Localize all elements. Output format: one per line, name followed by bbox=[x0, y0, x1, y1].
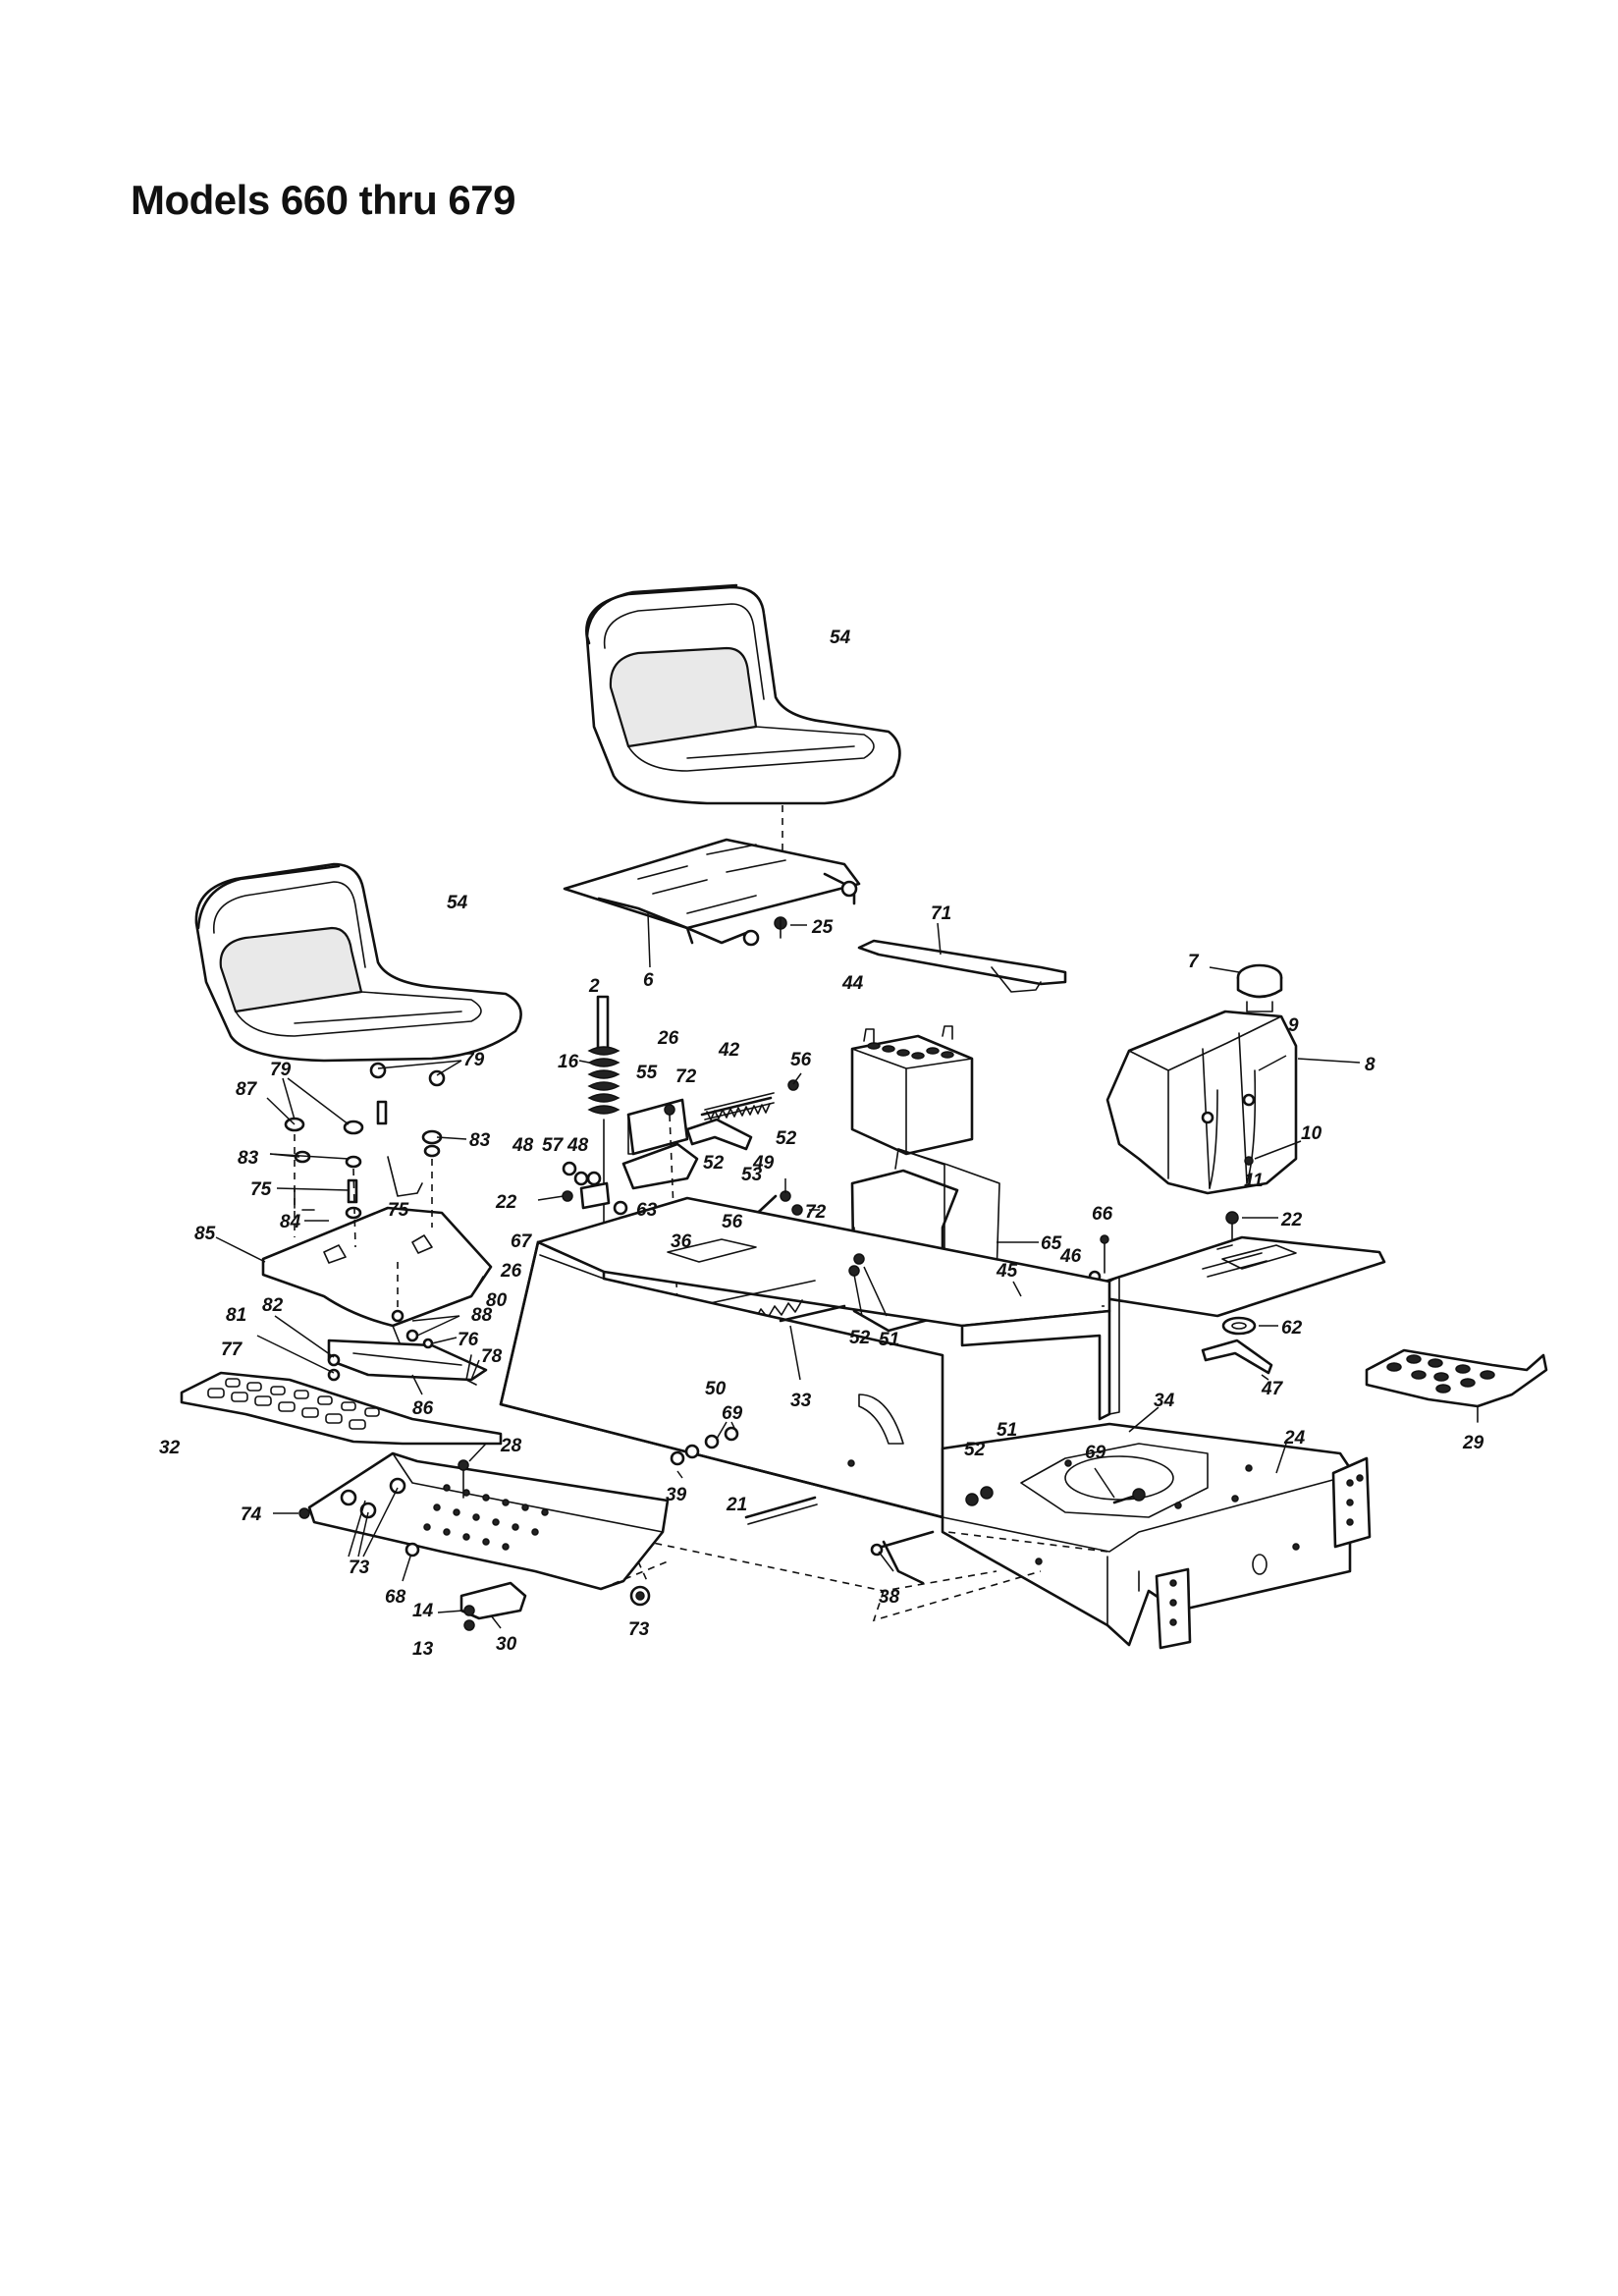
callout-38: 38 bbox=[879, 1587, 900, 1608]
callout-42: 42 bbox=[718, 1040, 740, 1061]
callout-68: 68 bbox=[385, 1587, 406, 1608]
left-seat-hardware bbox=[266, 1060, 467, 1222]
callout-51-right: 51 bbox=[997, 1420, 1017, 1441]
callout-53: 53 bbox=[741, 1165, 763, 1185]
seat-mount-plate bbox=[563, 838, 861, 968]
callout-84: 84 bbox=[280, 1212, 301, 1232]
callout-32: 32 bbox=[159, 1438, 181, 1458]
callout-2: 2 bbox=[588, 976, 600, 997]
callout-75-left: 75 bbox=[250, 1179, 272, 1200]
callout-48-left: 48 bbox=[512, 1135, 534, 1156]
left-seat-mount bbox=[215, 1134, 493, 1351]
callout-39: 39 bbox=[666, 1485, 687, 1505]
fender-plate bbox=[1088, 1211, 1386, 1318]
page-title: Models 660 thru 679 bbox=[131, 177, 515, 223]
callout-26-top: 26 bbox=[657, 1028, 679, 1049]
battery-holddown-71 bbox=[857, 922, 1067, 993]
callout-82: 82 bbox=[262, 1295, 284, 1316]
callout-88: 88 bbox=[471, 1305, 493, 1326]
callout-80: 80 bbox=[486, 1290, 508, 1311]
callout-10: 10 bbox=[1301, 1123, 1322, 1144]
callout-49: 49 bbox=[752, 1153, 775, 1174]
callout-72-top: 72 bbox=[675, 1066, 697, 1087]
callout-71: 71 bbox=[931, 903, 951, 924]
callout-54-left: 54 bbox=[447, 893, 468, 913]
callout-83-right: 83 bbox=[469, 1130, 491, 1151]
main-frame bbox=[499, 1196, 1372, 1650]
callout-11: 11 bbox=[1244, 1171, 1264, 1191]
callout-63: 63 bbox=[636, 1200, 658, 1221]
callout-13: 13 bbox=[412, 1639, 434, 1660]
callout-52-mid: 52 bbox=[703, 1153, 725, 1174]
callout-8: 8 bbox=[1365, 1055, 1375, 1075]
callout-7: 7 bbox=[1188, 952, 1200, 972]
callout-85: 85 bbox=[194, 1224, 216, 1244]
callout-36: 36 bbox=[671, 1231, 692, 1252]
callout-25: 25 bbox=[811, 917, 834, 938]
callout-labels: 54 54 25 6 71 44 7 9 8 10 11 2 26 42 56 … bbox=[159, 628, 1484, 1660]
callout-77: 77 bbox=[221, 1339, 243, 1360]
callout-78: 78 bbox=[481, 1346, 503, 1367]
foot-plate-29 bbox=[1365, 1348, 1548, 1423]
callout-65: 65 bbox=[1041, 1233, 1062, 1254]
callout-29: 29 bbox=[1462, 1433, 1484, 1453]
callout-52-right: 52 bbox=[776, 1128, 797, 1149]
callout-52-center: 52 bbox=[849, 1328, 871, 1348]
callout-26-left: 26 bbox=[500, 1261, 522, 1282]
battery bbox=[850, 1025, 974, 1156]
callout-87: 87 bbox=[236, 1079, 258, 1100]
floor-panel bbox=[273, 1421, 925, 1631]
callout-73-right: 73 bbox=[628, 1619, 650, 1640]
callout-76: 76 bbox=[458, 1330, 479, 1350]
callout-30: 30 bbox=[496, 1634, 517, 1655]
callout-47: 47 bbox=[1261, 1379, 1284, 1399]
callout-52-right-lower: 52 bbox=[964, 1440, 986, 1460]
seat-upper bbox=[585, 583, 901, 805]
callout-56-top: 56 bbox=[790, 1050, 812, 1070]
callout-33: 33 bbox=[790, 1391, 812, 1411]
seat-slide-hardware bbox=[256, 1309, 488, 1395]
callout-22-right: 22 bbox=[1280, 1210, 1303, 1230]
callout-79-left: 79 bbox=[270, 1060, 292, 1080]
callout-54-upper: 54 bbox=[830, 628, 851, 648]
callout-14: 14 bbox=[412, 1601, 434, 1621]
callout-55: 55 bbox=[636, 1063, 658, 1083]
callout-57: 57 bbox=[542, 1135, 565, 1156]
footrest-mat-32 bbox=[180, 1371, 503, 1446]
callout-16: 16 bbox=[558, 1052, 579, 1072]
callout-21: 21 bbox=[726, 1495, 747, 1515]
callout-48-right: 48 bbox=[566, 1135, 589, 1156]
seat-left bbox=[194, 862, 522, 1063]
callout-50: 50 bbox=[705, 1379, 727, 1399]
callout-51-center: 51 bbox=[879, 1330, 899, 1350]
callout-74: 74 bbox=[241, 1504, 262, 1525]
callout-86: 86 bbox=[412, 1398, 434, 1419]
callout-69-right: 69 bbox=[1085, 1443, 1106, 1463]
callout-79-right: 79 bbox=[463, 1050, 485, 1070]
callout-75-right: 75 bbox=[388, 1200, 409, 1221]
callout-62: 62 bbox=[1281, 1318, 1303, 1339]
callout-46: 46 bbox=[1059, 1246, 1082, 1267]
callout-67: 67 bbox=[511, 1231, 533, 1252]
callout-34: 34 bbox=[1154, 1391, 1175, 1411]
callout-44: 44 bbox=[841, 973, 864, 994]
fuel-tank bbox=[1106, 963, 1361, 1195]
callout-56-mid: 56 bbox=[722, 1212, 743, 1232]
callout-9: 9 bbox=[1288, 1015, 1299, 1036]
callout-73-left: 73 bbox=[349, 1558, 370, 1578]
callout-28: 28 bbox=[500, 1436, 522, 1456]
callout-22-left: 22 bbox=[495, 1192, 517, 1213]
fender-bracket bbox=[1201, 1316, 1278, 1381]
callout-6: 6 bbox=[643, 970, 654, 991]
callout-83-left: 83 bbox=[238, 1148, 259, 1169]
callout-45: 45 bbox=[996, 1261, 1018, 1282]
callout-72-right: 72 bbox=[805, 1202, 827, 1223]
callout-66: 66 bbox=[1092, 1204, 1113, 1225]
callout-69-left: 69 bbox=[722, 1403, 743, 1424]
callout-81: 81 bbox=[226, 1305, 246, 1326]
callout-24: 24 bbox=[1283, 1428, 1306, 1449]
